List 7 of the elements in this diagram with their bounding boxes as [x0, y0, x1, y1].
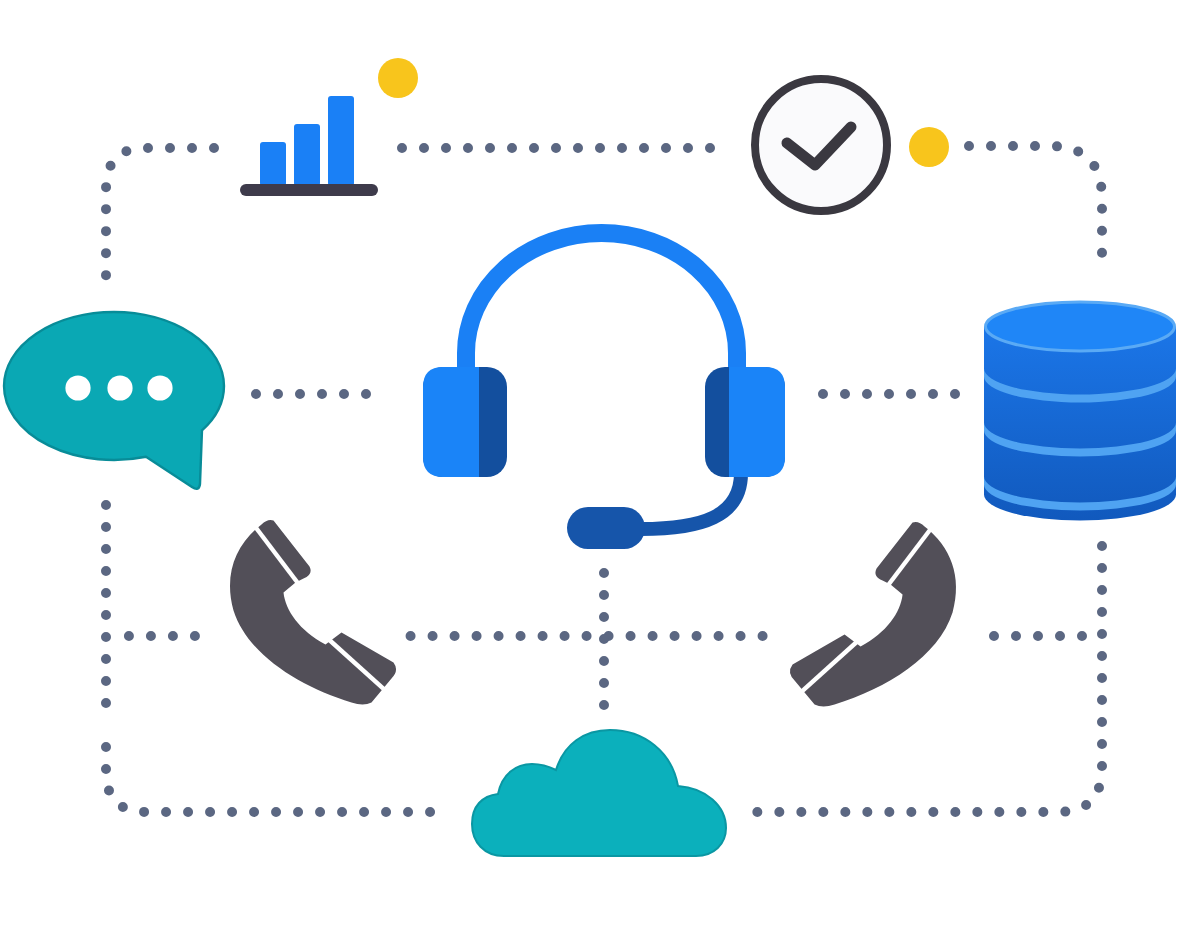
speech-bubble-icon — [2, 310, 226, 491]
check-circle-icon — [749, 73, 953, 215]
database-icon — [982, 299, 1178, 522]
phone-icon — [230, 519, 397, 704]
cloud-icon — [470, 728, 728, 858]
phone-icon — [789, 521, 956, 706]
bar-chart-icon — [240, 96, 378, 196]
